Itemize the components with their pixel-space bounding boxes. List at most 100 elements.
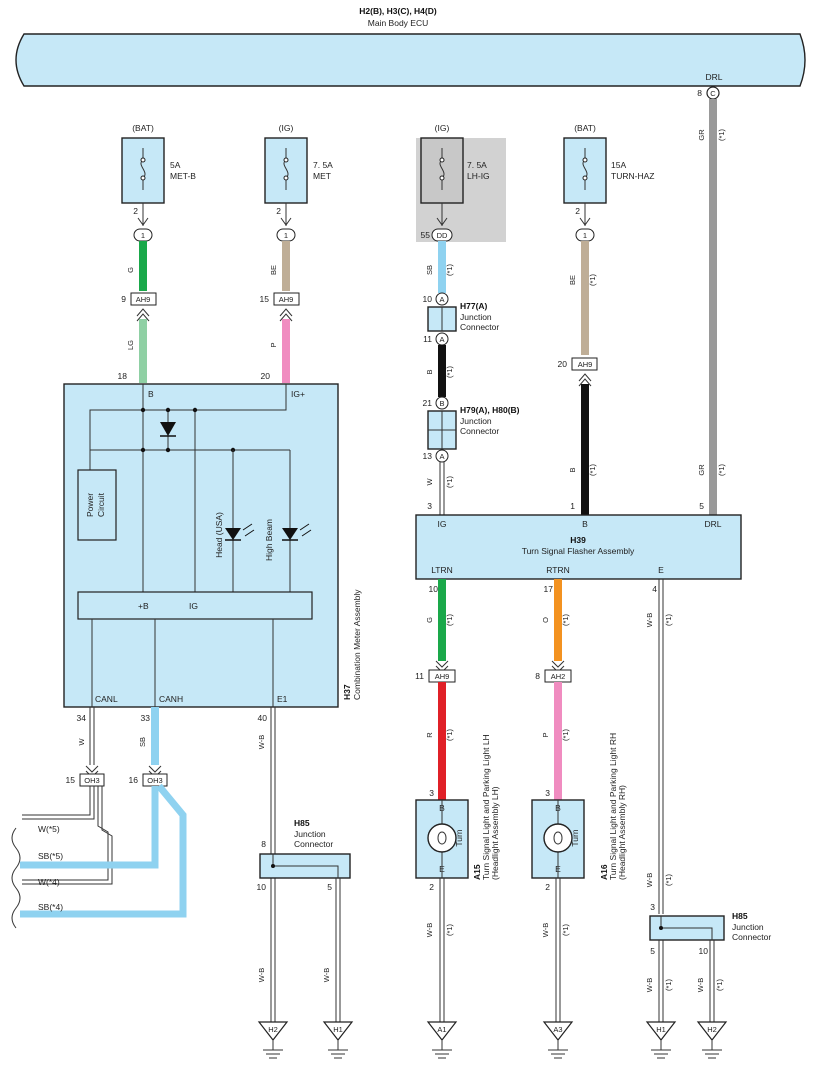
can-bus-lines: W(*5) SB(*5) W(*4) SB(*4) [11,783,187,929]
fuse-source: (IG) [435,123,450,133]
connector-pin: 8 [535,671,540,681]
drl-wire-color-2: GR [697,464,706,476]
wire-color: O [541,617,550,623]
connector-pin: 16 [129,775,139,785]
svg-text:A: A [439,295,444,304]
ground-a1: A1 [426,1021,458,1059]
drl-wire [709,99,717,515]
led-high-beam-icon [282,528,298,540]
connector-id: AH9 [136,295,151,304]
wire-note: (*1) [664,613,673,626]
fuse-outputs: 2 1 2 1 55 DD 2 1 [133,203,595,242]
svg-text:IG: IG [189,601,198,611]
svg-text:Connector: Connector [460,426,499,436]
svg-text:A: A [439,335,444,344]
svg-text:E: E [658,565,664,575]
wire-note: (*1) [664,978,673,991]
wire-color: W [425,478,434,486]
svg-text:5: 5 [327,882,332,892]
ground-h1-left: H1 [322,1021,354,1059]
svg-text:Power: Power [85,493,95,517]
wire-note: (*1) [561,923,570,936]
wire-color: BE [568,275,577,285]
wire-note: (*1) [445,613,454,626]
wire-color: R [425,732,434,738]
fuse-pin: 2 [276,206,281,216]
fuse-lh-ig: (IG) 7. 5A LH-IG [416,123,506,242]
svg-text:2: 2 [429,882,434,892]
wire-canh-sb [151,707,159,765]
svg-text:3: 3 [427,501,432,511]
connector-pin: 11 [415,671,424,681]
led-head-usa-icon [225,528,241,540]
wire-color: W-B [425,923,434,937]
wire-note: (*1) [561,728,570,741]
svg-text:17: 17 [544,584,554,594]
fuse-box [563,137,607,204]
ground-h2-left: H2 [257,1021,289,1059]
fuse-name: MET [313,171,331,181]
svg-text:+B: +B [138,601,149,611]
svg-text:IG: IG [438,519,447,529]
connector-id: AH9 [435,672,450,681]
svg-text:3: 3 [545,788,550,798]
svg-text:(Headlight Assembly LH): (Headlight Assembly LH) [490,786,500,880]
svg-text:DRL: DRL [704,519,721,529]
svg-text:5: 5 [650,946,655,956]
power-circuit-block [77,469,117,541]
fuse-met: (IG) 7. 5A MET [264,123,333,204]
svg-text:Turn Signal Light and Parking: Turn Signal Light and Parking Light LH [481,734,491,880]
drl-wire-note-2: (*1) [717,463,726,476]
fuse-pin: 2 [575,206,580,216]
h79-title: H79(A), H80(B) [460,405,520,415]
wire-color: W-B [645,873,654,887]
led-high-beam-label: High Beam [264,519,274,561]
svg-text:IG+: IG+ [291,389,305,399]
wire-note: (*1) [715,978,724,991]
svg-text:10: 10 [423,294,433,304]
svg-text:B: B [582,519,588,529]
bus-line-label: SB(*4) [38,902,63,912]
svg-text:Turn Signal Light and Parking: Turn Signal Light and Parking Light RH [608,733,618,880]
a15-turn-signal-light-lh: 3 B E Turn 2 A15 Turn Signal Light and P… [415,734,500,892]
flasher-title: H39 [570,535,586,545]
svg-text:10: 10 [699,946,709,956]
svg-text:3: 3 [650,902,655,912]
fuse-name: TURN-HAZ [611,171,654,181]
connector-ah9 [130,292,157,306]
svg-text:10: 10 [257,882,267,892]
fuse-connector-id: 1 [141,231,145,240]
wire-color: W-B [541,923,550,937]
svg-text:18: 18 [118,371,128,381]
ecu-name: Main Body ECU [368,18,428,28]
svg-text:11: 11 [423,334,432,344]
wire-color: G [126,267,135,273]
svg-text:CANH: CANH [159,694,183,704]
pin-e1: 40 [258,713,268,723]
wire-color: W-B [645,978,654,992]
svg-text:Junction: Junction [460,312,492,322]
fuse-name: MET-B [170,171,196,181]
bus-line-label: W(*4) [38,877,60,887]
svg-text:B: B [148,389,154,399]
h79-junction-connector: B 21 A 13 H79(A), H80(B) Junction Connec… [423,396,520,463]
svg-text:Junction: Junction [732,922,764,932]
wire-color: W-B [645,613,654,627]
ground-h1-right: H1 [645,1021,677,1059]
ground-h2-right: H2 [696,1021,728,1059]
wire-note: (*1) [588,273,597,286]
h85-junction-connector-left: H85 Junction Connector 8 10 5 [257,818,351,892]
bulb-icon [543,823,573,853]
svg-text:4: 4 [652,584,657,594]
combination-meter-assembly: 18 20 B IG+ Power Circuit Head (USA) Hig… [63,371,362,708]
svg-text:21: 21 [423,398,433,408]
wire-color: P [269,342,278,347]
wire-color: G [425,617,434,623]
svg-text:3: 3 [429,788,434,798]
wire-note: (*1) [561,613,570,626]
svg-text:B: B [439,399,444,408]
svg-text:1: 1 [570,501,575,511]
wire-color: B [425,369,434,374]
wire-turn-haz-b [581,384,589,515]
svg-text:Connector: Connector [294,839,333,849]
